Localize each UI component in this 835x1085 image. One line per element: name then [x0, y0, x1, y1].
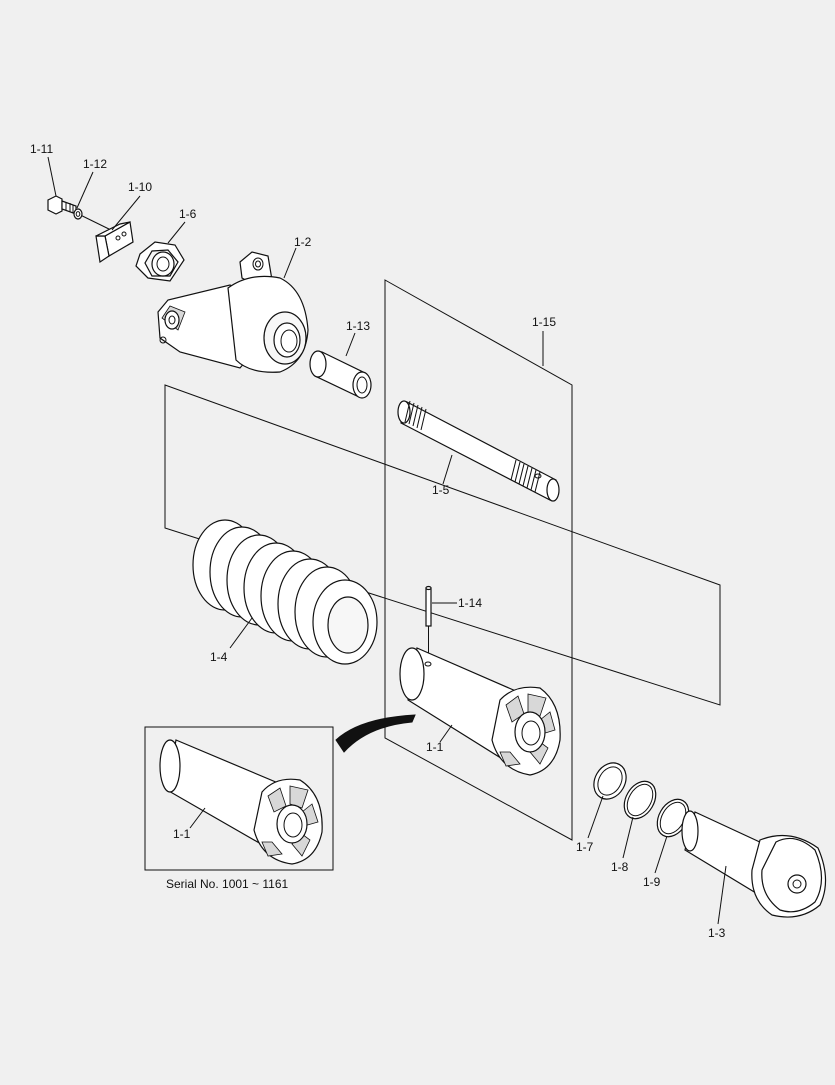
label-1-11: 1-11	[30, 142, 53, 156]
label-1-13: 1-13	[346, 319, 370, 333]
part-nut-1-6	[135, 241, 185, 282]
label-1-12: 1-12	[83, 157, 107, 171]
leader-lines	[47, 156, 727, 925]
part-endtube-1-3	[681, 810, 827, 918]
part-bolt-1-11	[47, 195, 114, 232]
inset-caption: Serial No. 1001 ~ 1161	[166, 877, 289, 891]
part-yoke-1-2	[157, 251, 309, 373]
inset-pointer-arrow	[335, 714, 416, 753]
label-1-9: 1-9	[643, 875, 661, 889]
part-bracket-1-10	[95, 221, 134, 264]
part-ring-1-7	[593, 762, 627, 800]
label-1-4: 1-4	[210, 650, 228, 664]
label-1-7: 1-7	[576, 840, 594, 854]
part-ring-1-8	[623, 780, 657, 820]
label-1-6: 1-6	[179, 207, 197, 221]
label-1-5: 1-5	[432, 483, 450, 497]
label-1-14: 1-14	[458, 596, 482, 610]
part-washer-1-12	[73, 208, 83, 220]
inset-frame	[144, 726, 334, 871]
label-1-1-main: 1-1	[426, 740, 444, 754]
group-outline-1-15	[384, 279, 573, 841]
part-tube-1-1-inset	[159, 739, 323, 865]
part-spring-1-4	[192, 519, 378, 665]
label-1-15: 1-15	[532, 315, 556, 329]
label-1-8: 1-8	[611, 860, 629, 874]
part-tube-1-1-main	[399, 647, 561, 776]
part-shaft-1-5	[397, 400, 560, 502]
group-outline-spring-set	[164, 384, 721, 706]
label-1-2: 1-2	[294, 235, 312, 249]
part-bushing-1-13	[309, 350, 372, 399]
label-1-1-inset: 1-1	[173, 827, 191, 841]
label-1-10: 1-10	[128, 180, 152, 194]
label-1-3: 1-3	[708, 926, 726, 940]
